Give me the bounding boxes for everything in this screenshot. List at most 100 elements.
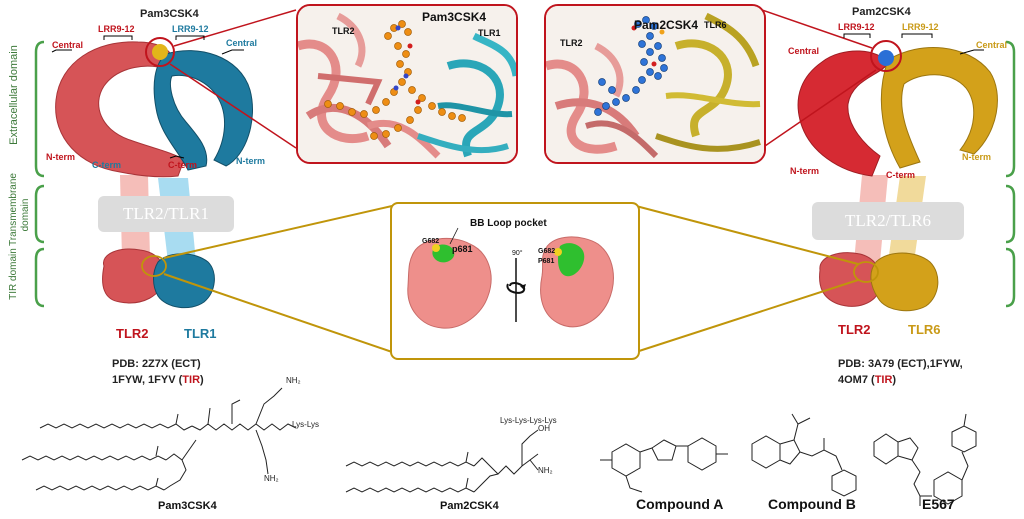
e567-piperidine (951, 425, 977, 453)
pam3-chain-1 (39, 423, 193, 431)
right-central-tlr2-label: Central (788, 46, 820, 56)
pam2-chain-2 (345, 487, 475, 493)
pam3-nh2-bottom: NH₂ (264, 474, 279, 483)
left-nterm-tlr1-label: N-term (236, 156, 266, 166)
right-bb-loop-marker (853, 261, 879, 283)
pam3-chain-3 (35, 485, 165, 491)
left-bb-loop-marker (141, 255, 167, 277)
left-tlr1-ecd (153, 50, 253, 171)
right-pdb-line2c: ) (892, 374, 897, 386)
left-pdb-line1: PDB: 2Z7X (ECT) (112, 358, 201, 370)
pam3-name: Pam3CSK4 (158, 500, 217, 512)
left-central-tlr1-label: Central (226, 38, 258, 48)
right-zoom-line-bottom (761, 69, 877, 149)
left-central-bracket-tlr1 (221, 49, 244, 55)
left-transmembrane-bracket (34, 184, 45, 244)
left-zoom-line-bottom (169, 63, 297, 149)
pam3-glycerol (163, 453, 187, 491)
right-ligand-highlight (870, 40, 902, 72)
zoom-left-protein-a: TLR2 (332, 26, 355, 36)
pam3-nh2-top: NH₂ (286, 376, 301, 385)
left-pdb-line2c: ) (200, 374, 204, 386)
right-extracellular-bracket (1005, 40, 1016, 178)
right-lrr-tlr2-label: LRR9-12 (838, 22, 875, 32)
compound-b-name: Compound B (768, 496, 856, 512)
compB-thiophene (779, 439, 801, 465)
right-nterm-tlr2-label: N-term (790, 166, 820, 176)
pam2-name: Pam2CSK4 (440, 500, 499, 512)
e567-phenyl (933, 471, 963, 505)
left-lrr-tlr2-label: LRR9-12 (98, 24, 135, 34)
bb-loop-title: BB Loop pocket (470, 218, 547, 229)
left-ligand-highlight (145, 37, 175, 67)
right-ligand-label: Pam2CSK4 (852, 6, 911, 18)
left-tlr1-label: TLR1 (184, 326, 217, 341)
zoom-panel-pam2csk4: Pam2CSK4 TLR2 TLR6 (544, 4, 766, 164)
e567-benzo (873, 433, 899, 465)
right-transmembrane-bracket (1005, 184, 1016, 244)
zoom-right-protein-a: TLR2 (560, 38, 583, 48)
right-central-bracket-tlr6 (959, 49, 984, 55)
right-pdb-line2: 4OM7 (TIR) (838, 374, 896, 386)
left-transmembrane-box: TLR2/TLR1 (98, 196, 234, 232)
left-gold-line-bottom (163, 273, 393, 353)
left-ligand-label: Pam3CSK4 (140, 8, 199, 20)
zoom-left-art (298, 6, 516, 162)
right-lrr-bracket-tlr2 (843, 33, 871, 38)
compA-imidazole (651, 439, 677, 461)
pam2-tail: Lys-Lys-Lys-Lys (500, 416, 557, 425)
e567-isoxazole (897, 437, 919, 461)
bb-loop-art (407, 227, 614, 329)
left-pdb-line2: 1FYW, 1FYV (TIR) (112, 374, 204, 386)
right-nterm-tlr6-label: N-term (962, 152, 992, 162)
right-lrr-tlr6-label: LRR9-12 (902, 22, 939, 32)
right-gold-line-bottom (635, 279, 859, 353)
right-tlr6-tir (870, 252, 939, 312)
right-transmembrane-box: TLR2/TLR6 (812, 202, 964, 240)
right-pdb-tir: TIR (874, 374, 893, 386)
right-gold-line-top (635, 205, 859, 265)
zoom-right-ligand-label: Pam2CSK4 (634, 18, 699, 32)
left-tir-bracket (34, 247, 45, 308)
left-lrr-tlr1-label: LRR9-12 (172, 24, 209, 34)
bb-loop-right-p: P681 (538, 258, 555, 265)
e567-name: E567 (922, 496, 955, 512)
left-ligand-blob (152, 44, 168, 60)
left-cterm-bracket-tlr2 (169, 155, 185, 159)
left-lrr-bracket-tlr1 (175, 35, 205, 40)
right-zoom-line-top (761, 9, 873, 49)
left-tlr2-label: TLR2 (116, 326, 149, 341)
pam2-oh: OH (538, 424, 550, 433)
left-central-tlr2-label: Central (52, 40, 84, 50)
right-tlr6-label: TLR6 (908, 322, 941, 337)
zoom-panel-pam3csk4: Pam3CSK4 TLR2 TLR1 (296, 4, 518, 164)
zoom-right-art (546, 6, 764, 162)
bb-loop-left-g: G682 (422, 238, 440, 245)
right-lrr-bracket-tlr6 (901, 33, 933, 38)
compA-ring-1 (611, 443, 641, 477)
right-pdb-line2a: 4OM7 ( (838, 374, 875, 386)
pam3-chain-2 (21, 455, 167, 461)
compB-phenyl (831, 469, 857, 497)
left-gold-line-top (163, 205, 393, 259)
right-central-tlr6-label: Central (976, 40, 1008, 50)
left-central-bracket-tlr2 (51, 49, 72, 53)
compA-ring-2 (687, 437, 717, 471)
right-tlr6-ecd (880, 47, 998, 169)
bb-loop-left-p: p681 (452, 244, 473, 254)
bb-loop-panel: BB Loop pocket G682 p681 90° G682 P681 (390, 202, 640, 360)
pam3-tail: Lys-Lys (292, 420, 319, 429)
right-ligand-blob (878, 50, 894, 66)
left-cterm-tlr2-label: C-term (168, 160, 198, 170)
left-lrr-bracket-tlr2 (103, 35, 133, 40)
left-pdb-line2a: 1FYW, 1FYV ( (112, 374, 183, 386)
left-extracellular-bracket (34, 40, 45, 178)
left-cterm-tlr1-label: C-term (92, 160, 122, 170)
pam2-chain-1 (345, 461, 475, 467)
right-tlr2-label: TLR2 (838, 322, 871, 337)
right-tir-bracket (1005, 247, 1016, 308)
zoom-left-ligand-label: Pam3CSK4 (422, 10, 487, 24)
pam2-nh2: NH₂ (538, 466, 553, 475)
